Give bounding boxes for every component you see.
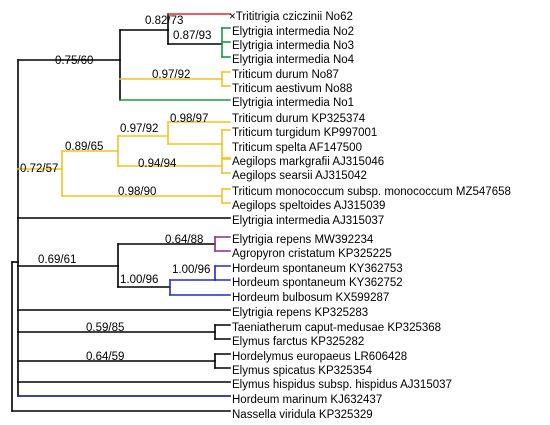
support-value: 0.82/73	[145, 15, 183, 27]
taxon-label: Elytrigia intermedia AJ315037	[232, 215, 384, 227]
support-value: 0.69/61	[38, 254, 76, 266]
support-value: 1.00/96	[120, 274, 158, 286]
support-value: 0.98/97	[170, 113, 208, 125]
support-value: 0.97/92	[120, 123, 158, 135]
support-value: 0.87/93	[173, 30, 211, 42]
support-value: 0.64/59	[86, 351, 124, 363]
support-value: 0.94/94	[138, 158, 177, 170]
support-value: 0.72/57	[20, 163, 58, 175]
taxon-label: Hordelymus europaeus LR606428	[232, 351, 407, 363]
support-value: 0.64/88	[165, 234, 203, 246]
taxon-label: Hordeum spontaneum KY362752	[232, 277, 403, 289]
support-value: 0.97/92	[152, 69, 190, 81]
taxon-label: Elymus hispidus subsp. hispidus AJ315037	[232, 379, 452, 391]
taxon-label: Triticum monococcum subsp. monococcum MZ…	[232, 186, 511, 198]
taxon-label: Hordeum spontaneum KY362753	[232, 263, 403, 275]
taxon-label: ×Trititrigia cziczinii No62	[229, 11, 353, 23]
taxon-label: Triticum turgidum KP997001	[232, 127, 377, 139]
taxon-label: Elytrigia intermedia No4	[232, 54, 355, 66]
taxon-label: Aegilops speltoides AJ315039	[232, 200, 385, 212]
taxon-label: Triticum durum No87	[232, 69, 339, 81]
support-value: 1.00/96	[172, 264, 210, 276]
taxon-label: Elytrigia repens KP325283	[232, 307, 368, 319]
support-value: 0.59/85	[86, 322, 124, 334]
taxon-label: Hordeum marinum KJ632437	[232, 394, 382, 406]
taxon-label: Taeniatherum caput-medusae KP325368	[232, 322, 441, 334]
taxon-label: Elymus farctus KP325282	[232, 336, 364, 348]
taxon-label: Elytrigia intermedia No2	[232, 26, 354, 38]
taxon-label: Elytrigia repens MW392234	[232, 234, 374, 246]
support-value: 0.75/60	[55, 55, 93, 67]
taxon-label: Elytrigia intermedia No1	[232, 97, 354, 109]
taxon-label: Triticum durum KP325374	[232, 113, 366, 125]
support-value: 0.98/90	[118, 186, 156, 198]
taxon-label: Agropyron cristatum KP325225	[232, 248, 392, 260]
taxon-label: Elytrigia intermedia No3	[232, 40, 354, 52]
taxon-label: Nassella viridula KP325329	[232, 409, 373, 421]
taxon-label: Aegilops searsii AJ315042	[232, 170, 367, 182]
support-value: 0.89/65	[65, 141, 103, 153]
taxon-label: Triticum aestivum No88	[232, 83, 352, 95]
taxon-label: Elymus spicatus KP325354	[232, 365, 373, 377]
taxon-label: Aegilops markgrafii AJ315046	[232, 156, 384, 168]
taxon-label: Triticum spelta AF147500	[232, 142, 362, 154]
taxon-label: Hordeum bulbosum KX599287	[232, 292, 389, 304]
